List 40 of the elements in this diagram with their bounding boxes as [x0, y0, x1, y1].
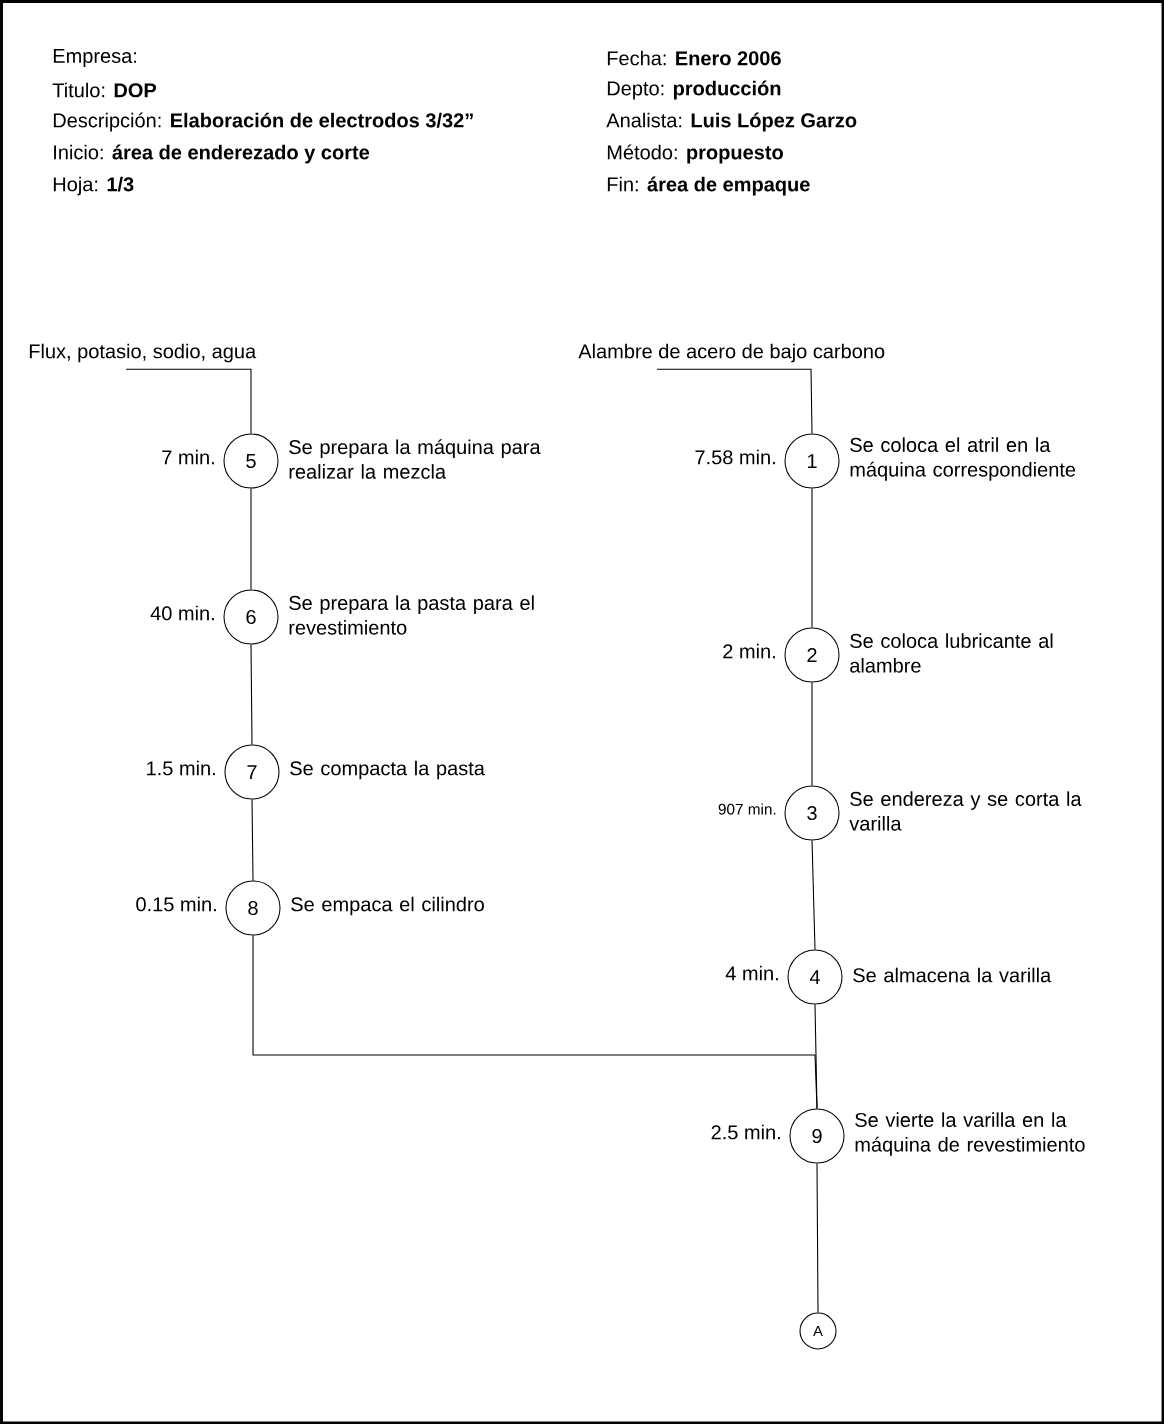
header-field: Método: propuesto — [607, 144, 783, 164]
time-label: 2 min. — [723, 643, 775, 659]
header-field: Fin: área de empaque — [607, 176, 810, 196]
header-field: Inicio: área de enderezado y corte — [54, 144, 370, 164]
time-label: 7 min. — [162, 449, 214, 465]
step-description: Se coloca lubricante al alambre — [850, 633, 1053, 673]
connector-line — [656, 368, 813, 434]
connector-line — [251, 799, 254, 881]
step-description: Se prepara la máquina para realizar la mezcla — [289, 439, 541, 479]
connector-line — [811, 488, 813, 628]
time-label: 907 min. — [718, 803, 776, 815]
header-field: Depto: producción — [607, 80, 781, 100]
step-description: Se endereza y se corta la varilla — [849, 791, 1082, 831]
connector-line — [250, 644, 253, 745]
time-label: 0.15 min. — [136, 896, 216, 912]
connector-line — [125, 368, 252, 434]
material-label: Alambre de acero de bajo carbono — [578, 343, 885, 363]
connector-line — [811, 840, 816, 950]
connector-line — [816, 1163, 819, 1313]
header-field: Descripción: Elaboración de electrodos 3/32” — [53, 112, 473, 132]
time-label: 2.5 min. — [711, 1124, 780, 1140]
time-label: 40 min. — [150, 605, 214, 621]
time-label: 7.58 min. — [695, 449, 775, 465]
material-label: Flux, potasio, sodio, agua — [29, 343, 257, 363]
header-field: Empresa: — [53, 49, 136, 67]
header-field: Fecha: Enero 2006 — [607, 50, 781, 66]
step-description: Se coloca el atril en la máquina correspondiente — [850, 437, 1076, 481]
connector-line — [250, 488, 252, 590]
time-label: 1.5 min. — [147, 760, 215, 776]
header-field: Hoja: 1/3 — [53, 176, 134, 196]
connector-line — [811, 682, 813, 786]
header-field: Titulo: DOP — [52, 82, 157, 98]
connector-line — [814, 1004, 818, 1109]
step-description: Se prepara la pasta para el revestimiento — [289, 595, 534, 635]
header-field: Analista: Luis López Garzo — [606, 112, 857, 132]
step-description: Se vierte la varilla en la máquina de revestimiento — [855, 1112, 1085, 1156]
step-description: Se compacta la pasta — [290, 760, 485, 780]
time-label: 4 min. — [725, 965, 778, 981]
step-description: Se empaca el cilindro — [291, 896, 484, 916]
step-description: Se almacena la varilla — [853, 967, 1052, 983]
